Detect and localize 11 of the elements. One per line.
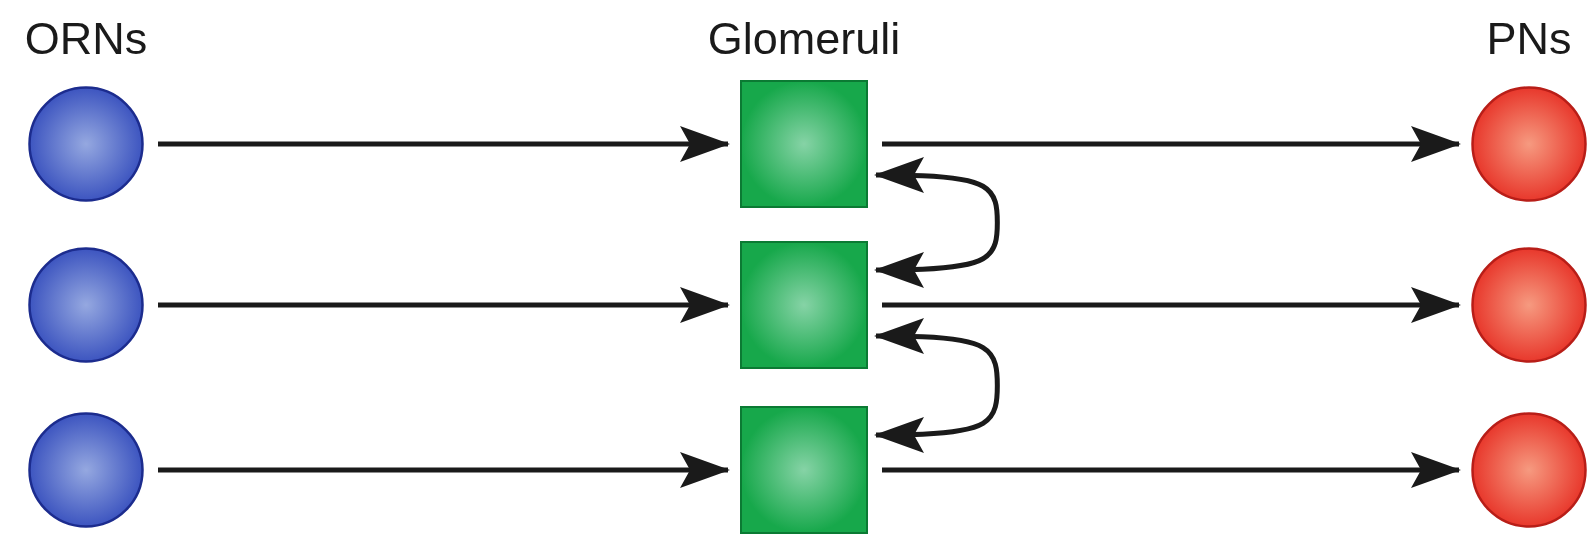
arrow [882,452,1461,488]
column-heading: ORNs [24,15,148,61]
arrow [158,287,730,323]
column-heading: Glomeruli [707,15,901,61]
arrow [874,318,1000,453]
arrow [158,452,730,488]
arrow [158,126,730,162]
arrow [874,157,1000,288]
arrow [882,287,1461,323]
column-heading: PNs [1486,15,1572,61]
arrow [882,126,1461,162]
